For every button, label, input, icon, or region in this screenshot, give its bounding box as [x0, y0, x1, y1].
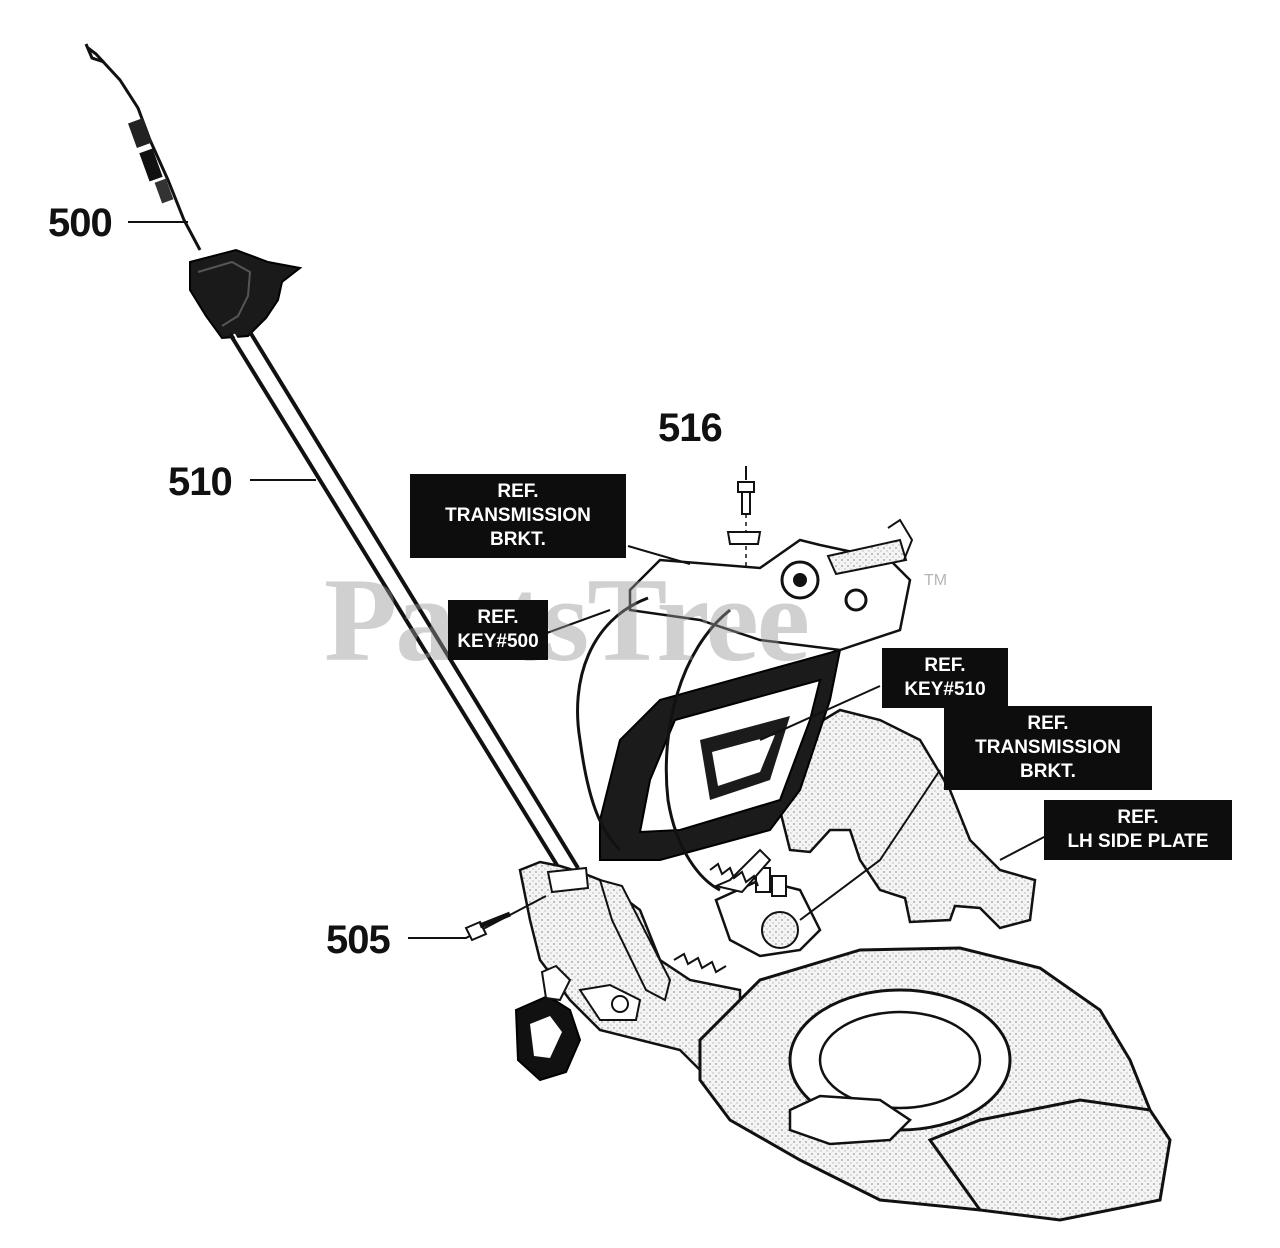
ref-line: KEY#500	[457, 631, 539, 652]
bolt-505	[464, 911, 511, 942]
handle-lever	[598, 878, 672, 1002]
ref-key-510: REF. KEY#510	[882, 648, 1008, 708]
ref-lh-side-plate: REF. LH SIDE PLATE	[1044, 800, 1232, 860]
ref-transmission-bracket-lower: REF. TRANSMISSION BRKT.	[944, 706, 1152, 790]
ref-line: TRANSMISSION	[975, 737, 1121, 758]
ref-line: REF.	[1027, 713, 1069, 734]
height-adjuster	[514, 964, 642, 1082]
bracket-pulley	[780, 560, 868, 612]
spring-left	[673, 952, 727, 974]
ref-line: REF.	[1117, 807, 1159, 828]
ref-line: KEY#510	[904, 679, 986, 700]
watermark: PartsTree	[324, 553, 810, 686]
transmission-unit	[712, 848, 822, 958]
drive-frame	[599, 648, 842, 861]
ref-line: BRKT.	[1020, 761, 1076, 782]
ref-line: LH SIDE PLATE	[1067, 831, 1209, 852]
cable-fitting	[128, 118, 174, 204]
ref-line: BRKT.	[490, 529, 546, 550]
watermark-trademark: TM	[924, 572, 948, 589]
callout-500: 500	[48, 201, 113, 245]
bolt-516	[726, 481, 762, 570]
ref-line: REF.	[924, 655, 966, 676]
ref-key-500: REF. KEY#500	[448, 600, 548, 660]
callout-510: 510	[168, 460, 233, 504]
mower-deck	[698, 946, 1172, 1222]
bracket-spring	[826, 518, 914, 576]
cable-highlight	[233, 333, 565, 871]
cable-clip	[546, 866, 590, 894]
leader-lines	[128, 221, 1047, 939]
cable-grip	[189, 248, 303, 340]
callout-505: 505	[326, 918, 391, 962]
ref-line: REF.	[477, 607, 519, 628]
spring-right	[709, 862, 759, 887]
ref-transmission-bracket-upper: REF. TRANSMISSION BRKT.	[410, 474, 626, 558]
callout-516: 516	[658, 406, 723, 450]
ref-line: TRANSMISSION	[445, 505, 591, 526]
cable-pair-510	[228, 330, 580, 872]
ref-line: REF.	[497, 481, 539, 502]
